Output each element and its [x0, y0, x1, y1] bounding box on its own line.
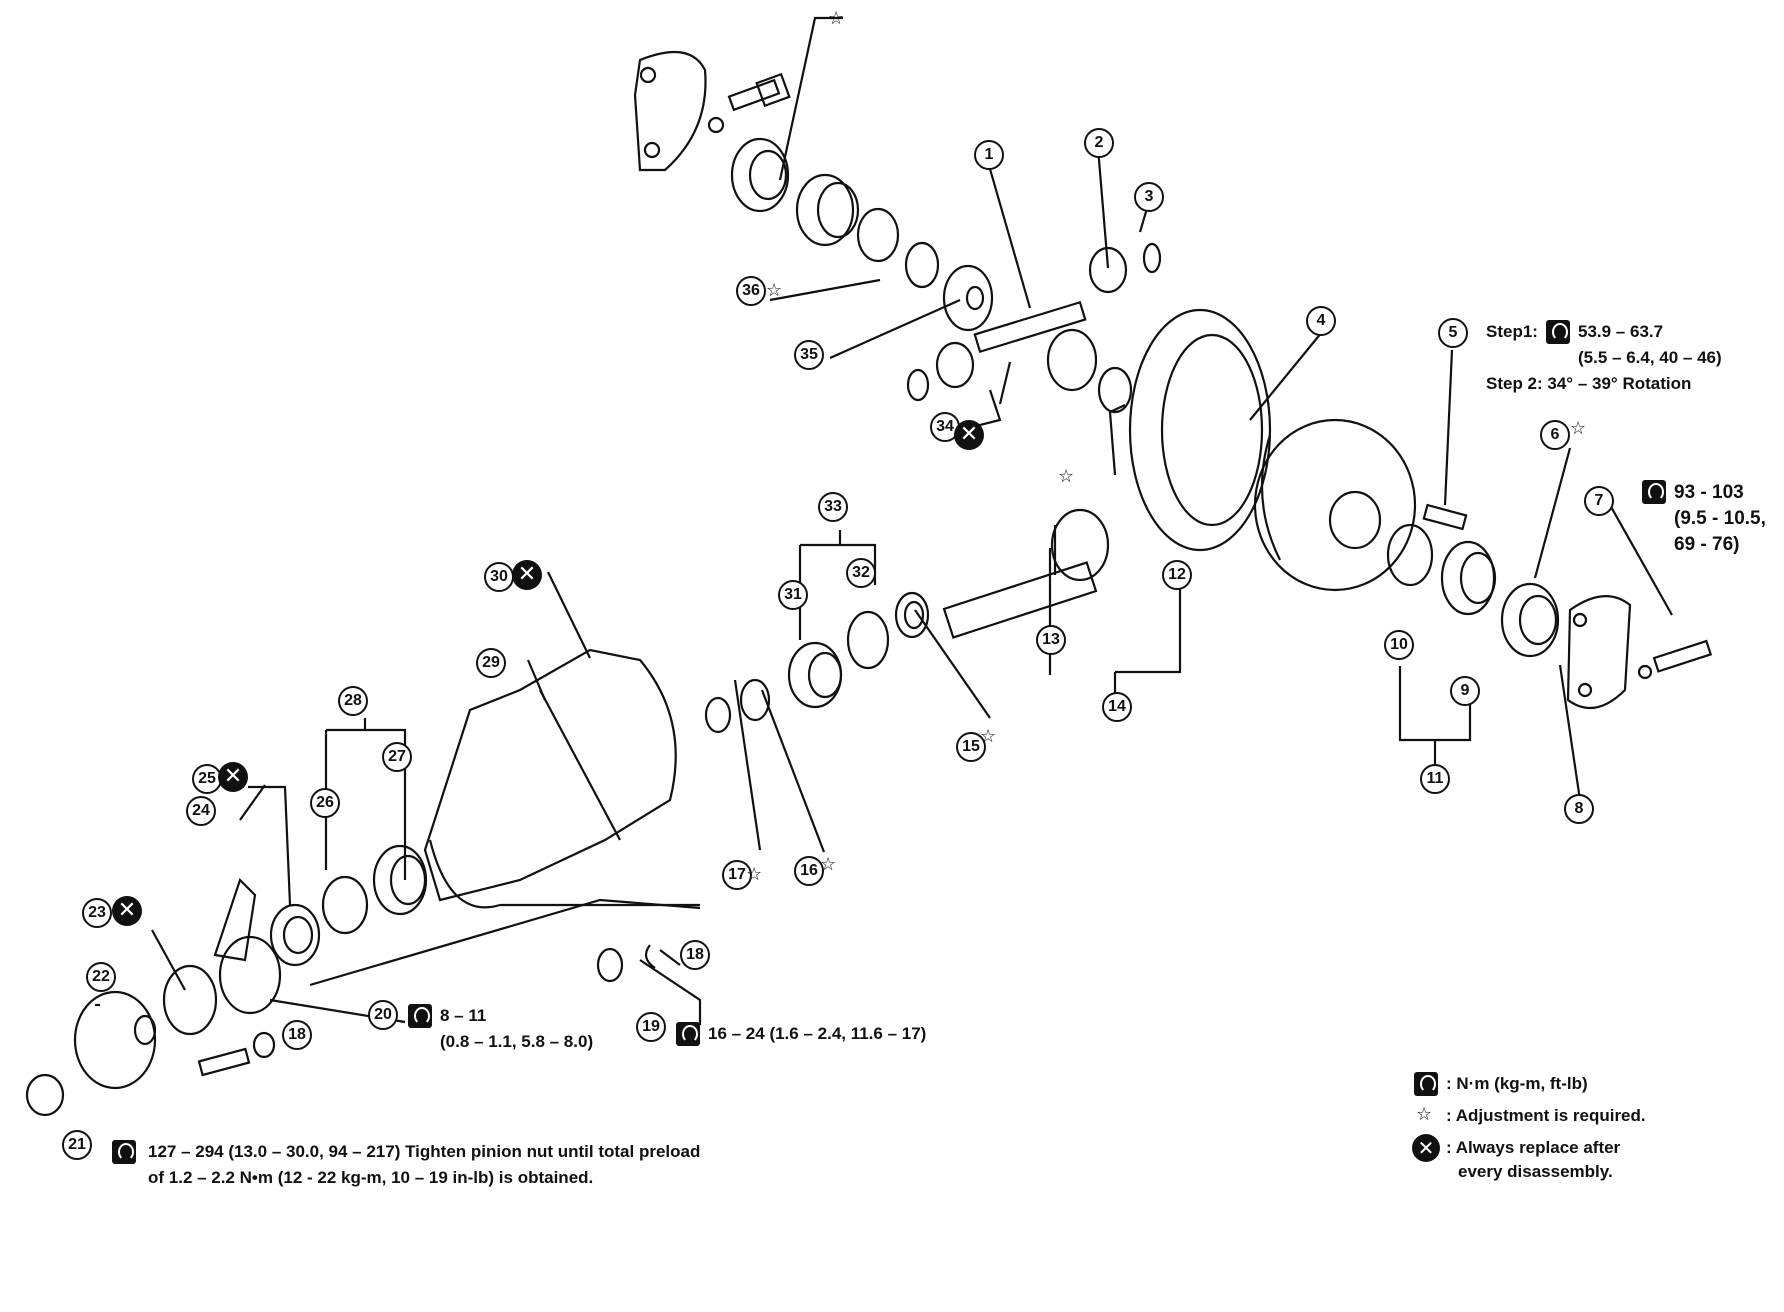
callout-23: 23	[82, 898, 112, 928]
adjust-star-icon-extra-1: ☆	[1058, 466, 1075, 487]
callout-17: 17	[722, 860, 752, 890]
callout-6: 6	[1540, 420, 1570, 450]
callout-33: 33	[818, 492, 848, 522]
callout-22: 22	[86, 962, 116, 992]
item7-alt2: 69 - 76)	[1674, 534, 1740, 555]
torque-icon	[1546, 320, 1570, 344]
item21-line2: of 1.2 – 2.2 N•m (12 - 22 kg-m, 10 – 19 …	[148, 1168, 594, 1187]
legend-replace-icon: ✕	[1412, 1134, 1440, 1162]
callout-21: 21	[62, 1130, 92, 1160]
item19-value: 16 – 24 (1.6 – 2.4, 11.6 – 17)	[708, 1024, 927, 1043]
callout-25: 25	[192, 764, 222, 794]
adjust-star-icon-17: ☆	[746, 864, 763, 885]
legend-replace-line1: : Always replace after	[1446, 1138, 1621, 1157]
torque-icon	[676, 1022, 700, 1046]
callout-11: 11	[1420, 764, 1450, 794]
callout-36: 36	[736, 276, 766, 306]
callout-10: 10	[1384, 630, 1414, 660]
legend-replace-line2: every disassembly.	[1458, 1162, 1613, 1181]
callout-19: 19	[636, 1012, 666, 1042]
callout-4: 4	[1306, 306, 1336, 336]
torque-icon	[408, 1004, 432, 1028]
callout-16: 16	[794, 856, 824, 886]
callout-27: 27	[382, 742, 412, 772]
adjust-star-icon-15: ☆	[980, 726, 997, 747]
callout-20: 20	[368, 1000, 398, 1030]
callout-32: 32	[846, 558, 876, 588]
callout-26: 26	[310, 788, 340, 818]
item20-alt: (0.8 – 1.1, 5.8 – 8.0)	[440, 1032, 594, 1051]
callout-18: 18	[680, 940, 710, 970]
replace-icon-25: ✕	[218, 762, 248, 792]
callout-1: 1	[974, 140, 1004, 170]
legend-star-icon: ☆	[1416, 1104, 1433, 1125]
legend-torque-icon	[1414, 1072, 1438, 1096]
item5-step1-alt: (5.5 – 6.4, 40 – 46)	[1578, 348, 1722, 367]
replace-icon-34: ✕	[954, 420, 984, 450]
callout-31: 31	[778, 580, 808, 610]
legend-torque: : N·m (kg-m, ft-lb)	[1446, 1074, 1588, 1093]
callout-8: 8	[1564, 794, 1594, 824]
callout-18: 18	[282, 1020, 312, 1050]
replace-icon-23: ✕	[112, 896, 142, 926]
adjust-star-icon-6: ☆	[1570, 418, 1587, 439]
callout-3: 3	[1134, 182, 1164, 212]
callout-9: 9	[1450, 676, 1480, 706]
callout-24: 24	[186, 796, 216, 826]
callout-35: 35	[794, 340, 824, 370]
torque-icon	[112, 1140, 136, 1164]
item21-line1: 127 – 294 (13.0 – 30.0, 94 – 217) Tighte…	[148, 1142, 701, 1161]
callout-13: 13	[1036, 625, 1066, 655]
item5-step1-value: 53.9 – 63.7	[1578, 322, 1664, 341]
item5-step2: Step 2: 34° – 39° Rotation	[1486, 374, 1692, 393]
adjust-star-icon-16: ☆	[820, 854, 837, 875]
callout-30: 30	[484, 562, 514, 592]
callout-7: 7	[1584, 486, 1614, 516]
replace-icon-30: ✕	[512, 560, 542, 590]
callout-2: 2	[1084, 128, 1114, 158]
item20-value: 8 – 11	[440, 1006, 487, 1025]
torque-icon	[1642, 480, 1666, 504]
callout-12: 12	[1162, 560, 1192, 590]
callout-14: 14	[1102, 692, 1132, 722]
item7-alt1: (9.5 - 10.5,	[1674, 508, 1766, 529]
callout-28: 28	[338, 686, 368, 716]
item7-value: 93 - 103	[1674, 482, 1744, 503]
adjust-star-icon-extra-0: ☆	[828, 8, 845, 29]
legend-adjust: : Adjustment is required.	[1446, 1106, 1646, 1125]
adjust-star-icon-36: ☆	[766, 280, 783, 301]
callout-29: 29	[476, 648, 506, 678]
callout-15: 15	[956, 732, 986, 762]
callout-5: 5	[1438, 318, 1468, 348]
item5-step1-label: Step1:	[1486, 322, 1538, 341]
